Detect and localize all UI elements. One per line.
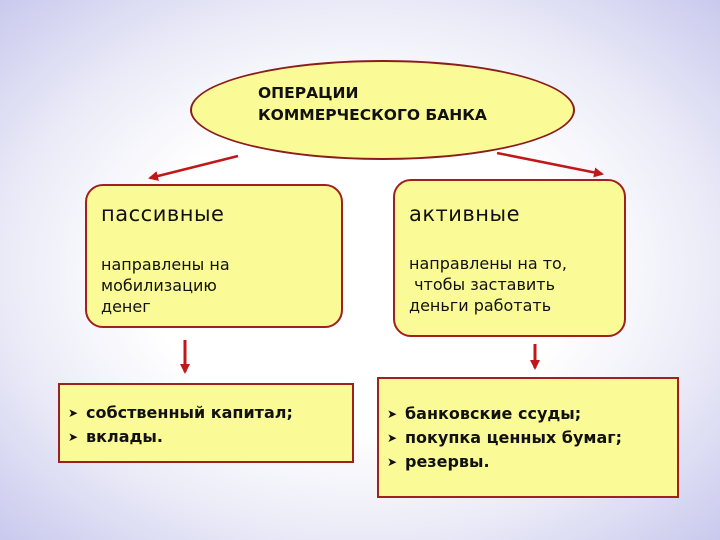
passive-title: пассивные xyxy=(101,202,225,226)
active-title: активные xyxy=(409,202,521,226)
arrow-title-to-active xyxy=(496,151,604,178)
list-item: ➤покупка ценных бумаг; xyxy=(387,426,622,450)
active-card: активные направлены на то, чтобы застави… xyxy=(393,179,626,337)
arrowhead-bullet-icon: ➤ xyxy=(68,430,79,444)
arrow-title-to-passive xyxy=(148,154,239,181)
list-item: ➤вклады. xyxy=(68,425,293,449)
title-line-1: ОПЕРАЦИИ xyxy=(258,84,359,102)
active-list: ➤банковские ссуды; ➤покупка ценных бумаг… xyxy=(387,402,622,474)
list-item: ➤резервы. xyxy=(387,450,622,474)
title-text: ОПЕРАЦИИ КОММЕРЧЕСКОГО БАНКА xyxy=(258,82,487,126)
active-list-box: ➤банковские ссуды; ➤покупка ценных бумаг… xyxy=(377,377,679,498)
passive-description: направлены на мобилизацию денег xyxy=(101,255,230,316)
arrowhead-bullet-icon: ➤ xyxy=(387,407,398,421)
passive-card: пассивные направлены на мобилизацию дене… xyxy=(85,184,343,328)
passive-list-box: ➤собственный капитал; ➤вклады. xyxy=(58,383,354,463)
title-ellipse xyxy=(190,60,575,160)
arrowhead-bullet-icon: ➤ xyxy=(387,455,398,469)
list-item: ➤собственный капитал; xyxy=(68,401,293,425)
title-line-2: КОММЕРЧЕСКОГО БАНКА xyxy=(258,106,487,124)
arrowhead-bullet-icon: ➤ xyxy=(387,431,398,445)
list-item: ➤банковские ссуды; xyxy=(387,402,622,426)
arrowhead-bullet-icon: ➤ xyxy=(68,406,79,420)
active-description: направлены на то, чтобы заставить деньги… xyxy=(409,254,567,315)
passive-list: ➤собственный капитал; ➤вклады. xyxy=(68,401,293,449)
